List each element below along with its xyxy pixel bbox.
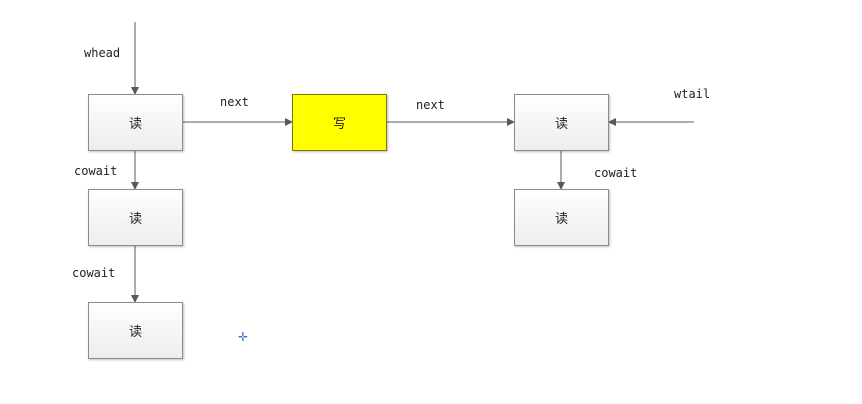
label-whead: whead bbox=[84, 46, 121, 60]
node-read-3: 读 bbox=[88, 302, 183, 359]
label-next-1: next bbox=[220, 95, 249, 109]
node-write-1: 写 bbox=[292, 94, 387, 151]
plus-marker-icon: ✛ bbox=[238, 330, 249, 344]
node-read-1: 读 bbox=[88, 94, 183, 151]
label-cowait-1: cowait bbox=[74, 164, 118, 178]
label-wtail: wtail bbox=[674, 87, 711, 101]
label-cowait-3: cowait bbox=[594, 166, 638, 180]
label-next-2: next bbox=[416, 98, 445, 112]
node-read-2: 读 bbox=[88, 189, 183, 246]
node-read-4: 读 bbox=[514, 94, 609, 151]
label-cowait-2: cowait bbox=[72, 266, 116, 280]
node-read-5: 读 bbox=[514, 189, 609, 246]
